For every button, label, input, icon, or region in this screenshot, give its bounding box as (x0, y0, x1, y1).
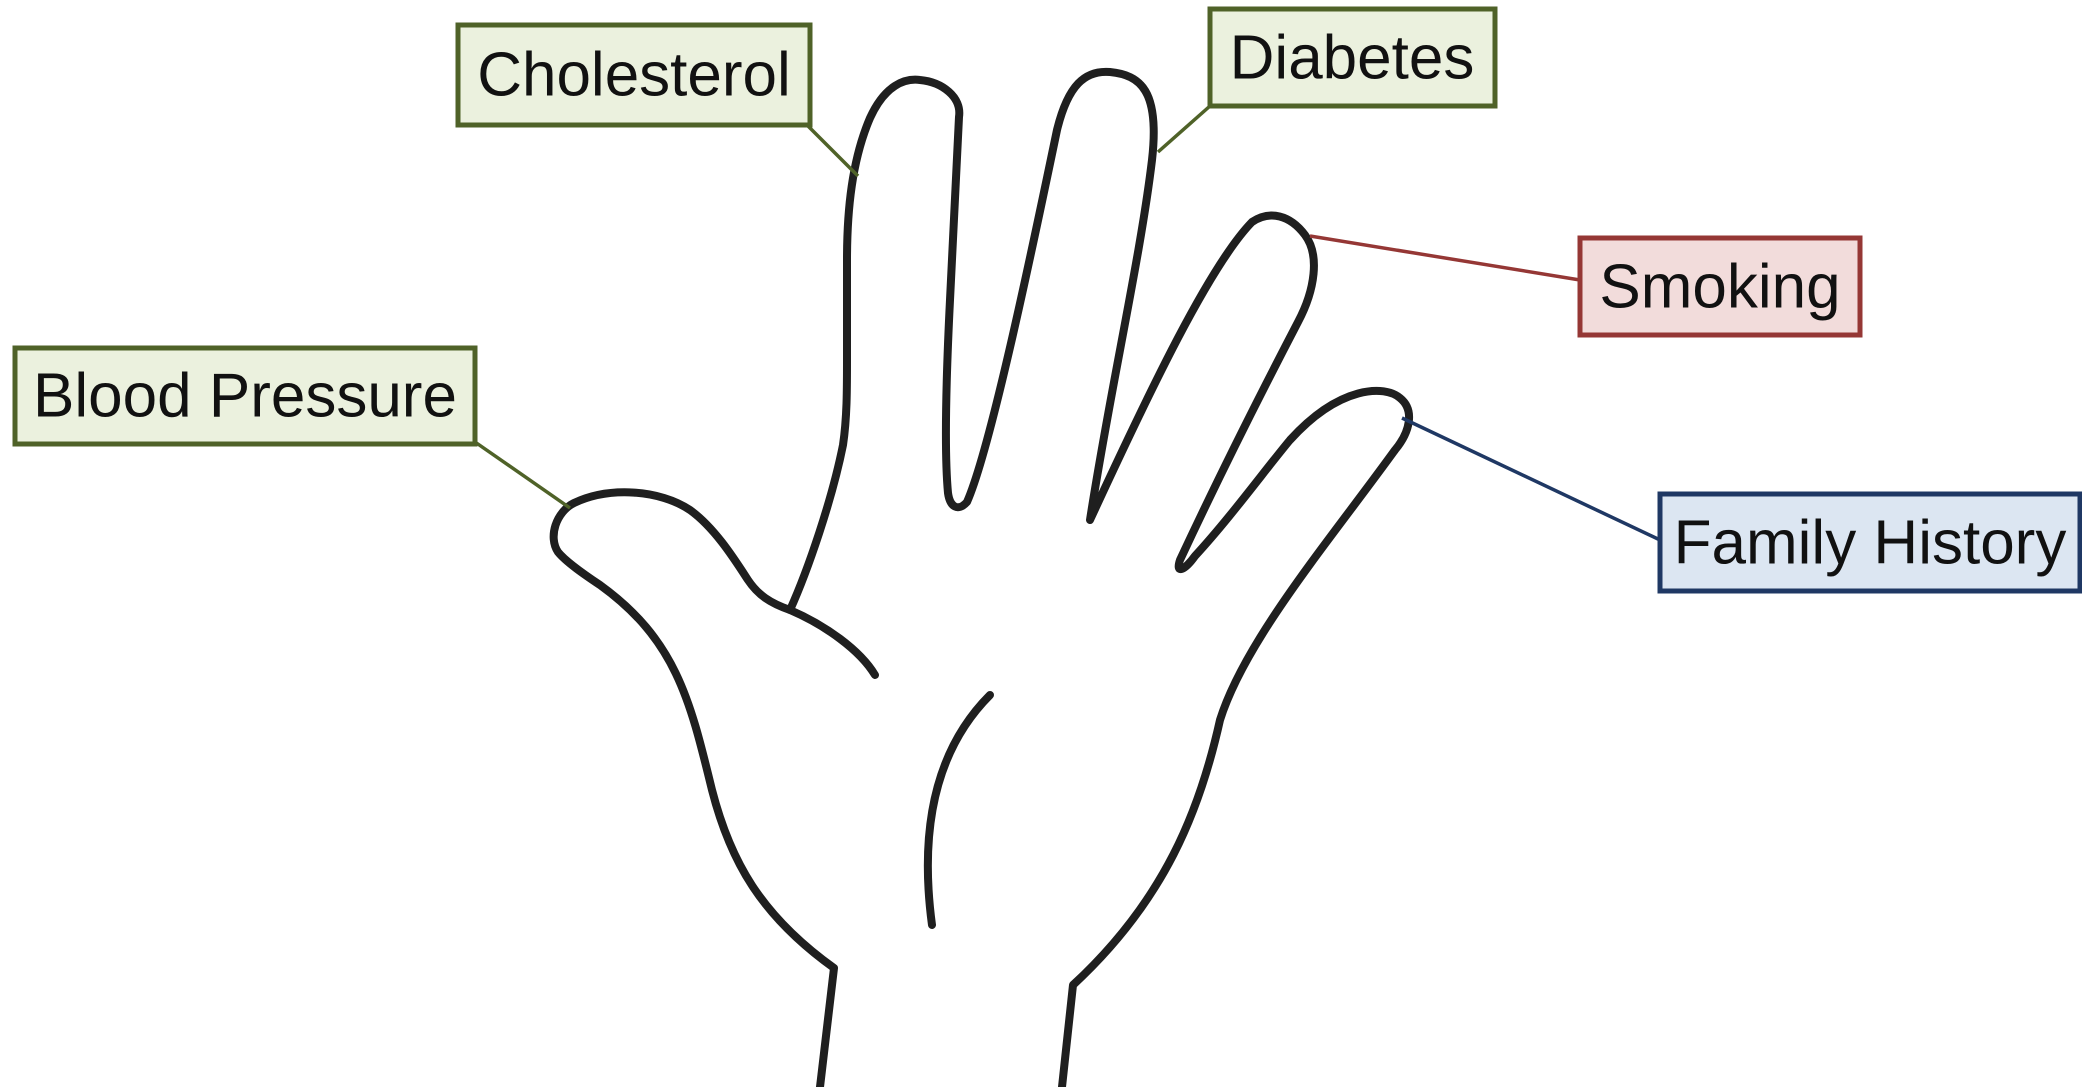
label-cholesterol: Cholesterol (458, 25, 810, 125)
blood-pressure-text: Blood Pressure (33, 362, 457, 431)
cholesterol-leader (808, 126, 858, 176)
diabetes-text: Diabetes (1230, 24, 1475, 93)
thumb-crease (790, 610, 875, 675)
smoking-leader (1310, 236, 1580, 280)
label-blood-pressure: Blood Pressure (15, 348, 475, 444)
label-family-history: Family History (1660, 494, 2080, 591)
smoking-text: Smoking (1599, 253, 1840, 322)
cholesterol-text: Cholesterol (477, 41, 791, 110)
family-history-leader (1402, 418, 1660, 540)
label-smoking: Smoking (1580, 238, 1860, 335)
diabetes-leader (1158, 106, 1210, 152)
label-diabetes: Diabetes (1210, 9, 1495, 106)
hand-outline (554, 72, 1409, 1087)
palm-crease (928, 695, 990, 925)
hand-contour (554, 72, 1409, 1087)
family-history-text: Family History (1674, 509, 2067, 578)
blood-pressure-leader (475, 442, 570, 508)
